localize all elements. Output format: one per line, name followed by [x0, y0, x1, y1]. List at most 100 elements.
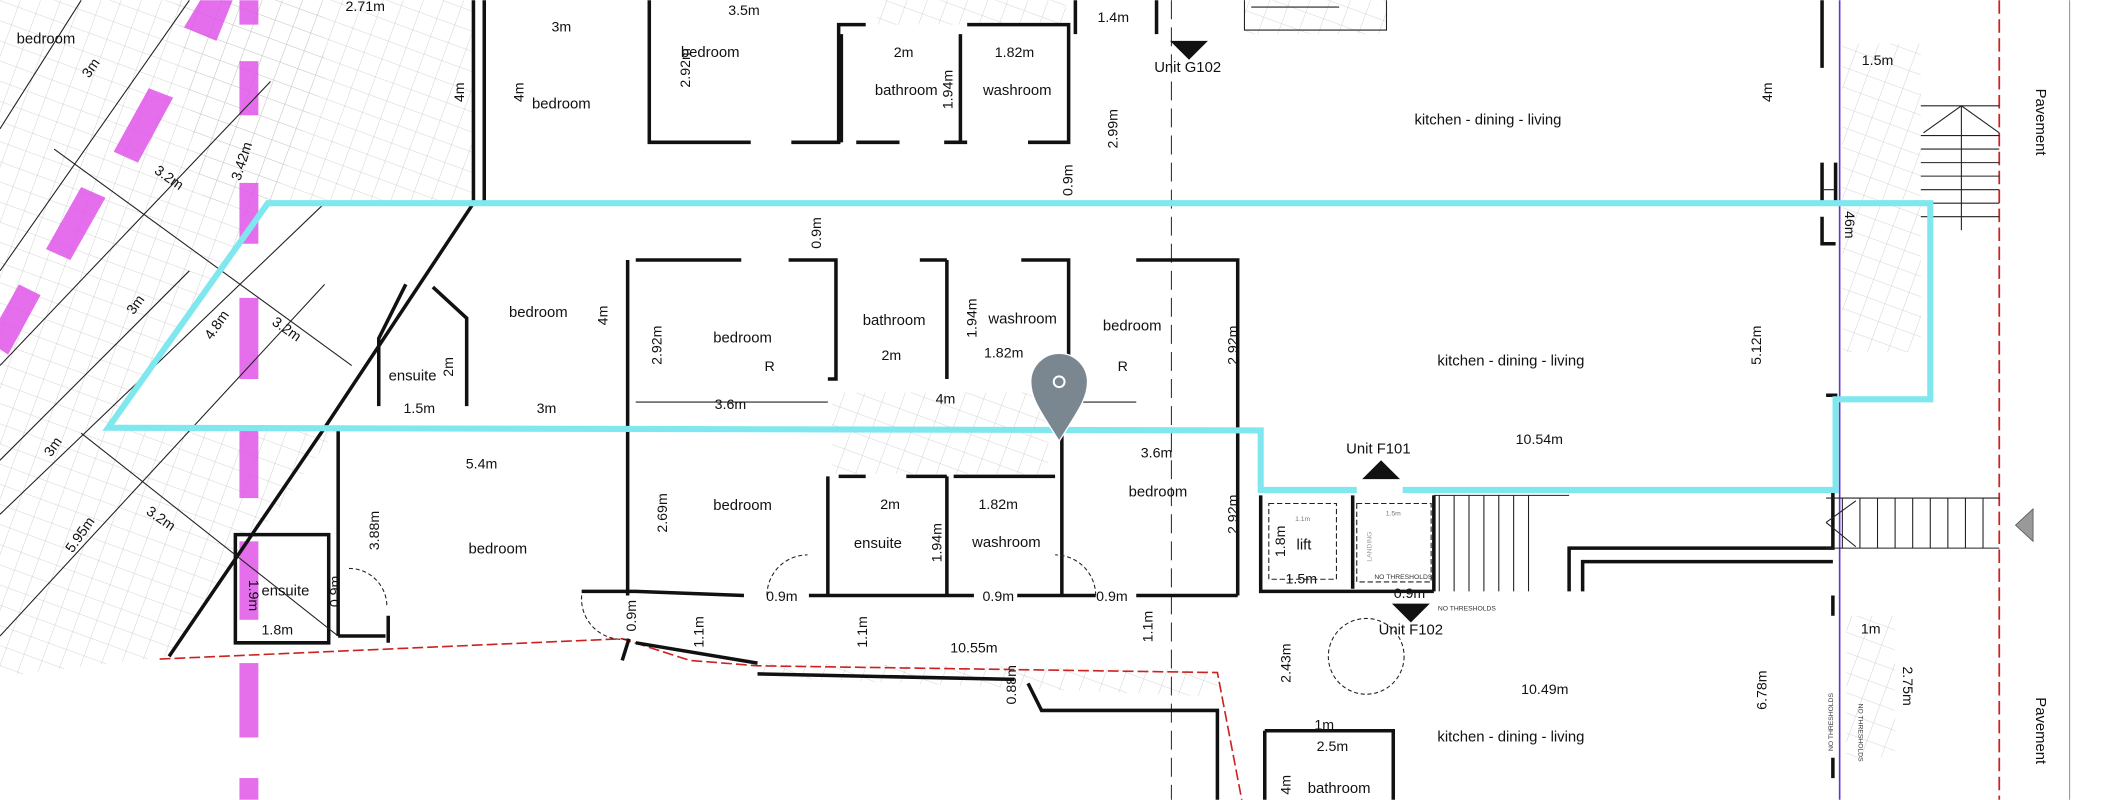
dimension: 0.9m: [766, 589, 798, 605]
room-label: bathroom: [875, 83, 938, 99]
dimension: 1.94m: [940, 70, 956, 109]
room-label: kitchen - dining - living: [1414, 113, 1561, 129]
dimension: 1.5m: [404, 401, 436, 417]
room-label: bedroom: [509, 305, 568, 321]
dimension: R: [765, 359, 775, 375]
pavement-label: Pavement: [2032, 89, 2048, 157]
dimension: 2m: [880, 497, 900, 513]
room-label: bedroom: [713, 498, 772, 514]
unit-g102-marker-icon: [1170, 40, 1208, 60]
dimension: 2.92m: [1226, 325, 1242, 364]
dimension: 3m: [537, 401, 557, 417]
dimension: 4m: [936, 391, 956, 407]
note: NO THRESHOLDS: [1828, 693, 1835, 752]
annotation-notes: NO THRESHOLDS NO THRESHOLDS NO THRESHOLD…: [1367, 532, 1864, 763]
dimension: R: [1118, 359, 1128, 375]
dimension: 1.1m: [1295, 516, 1310, 523]
room-label: washroom: [971, 535, 1041, 551]
dimension: 1.94m: [929, 523, 945, 562]
dimension: 3m: [552, 19, 572, 35]
construction-lines: [0, 0, 2000, 695]
room-label: bathroom: [863, 313, 926, 329]
dimension: 3.5m: [728, 3, 760, 19]
dimension: 2.99m: [1105, 109, 1121, 148]
dimension: 3.6m: [1141, 445, 1173, 461]
note: NO THRESHOLDS: [1374, 574, 1433, 581]
dimension: 1.94m: [965, 298, 981, 337]
dimension: 2.92m: [678, 48, 694, 87]
dimension: 0.9m: [1394, 586, 1426, 602]
dimension: 6.78m: [1755, 670, 1771, 709]
dimension: 10.55m: [950, 640, 997, 656]
pavement-label: Pavement: [2032, 697, 2048, 765]
dimension: 3.88m: [367, 511, 383, 550]
dimension: 1.5m: [1862, 53, 1894, 69]
room-label: bedroom: [17, 32, 76, 48]
selected-unit-outline[interactable]: [102, 200, 1934, 493]
dimension: 0.9m: [983, 589, 1015, 605]
dimension: 1.5m: [1386, 511, 1401, 518]
unit-f101-marker-icon: [1362, 460, 1401, 480]
dimension: 10.49m: [1521, 682, 1568, 698]
dimension: 0.9m: [624, 600, 640, 632]
location-pin-icon[interactable]: [1030, 352, 1089, 443]
dimension: 2.71m: [346, 0, 385, 15]
dimension: 2m: [894, 45, 914, 61]
pink-dashed-marker: [0, 0, 259, 800]
unit-labels: Unit G102 Unit F101 Unit F102 Pavement P…: [1154, 60, 2048, 765]
dimension: 5.12m: [1749, 325, 1765, 364]
entrance-marker-icon: [2014, 507, 2034, 543]
unit-f102-marker-icon: [1391, 603, 1430, 623]
dimension: 1.82m: [979, 497, 1018, 513]
room-label: ensuite: [854, 536, 902, 552]
room-label: ensuite: [261, 583, 309, 599]
boundary-south: [159, 637, 1243, 800]
dimension: 1.8m: [262, 623, 294, 639]
dimension: 1.1m: [691, 616, 707, 648]
dimension: 1.9m: [245, 580, 261, 612]
dimension: 1.1m: [1140, 611, 1156, 643]
room-label: washroom: [982, 83, 1052, 99]
dimension: 0.9m: [328, 576, 344, 608]
dimension: 4m: [511, 82, 527, 102]
room-label: bedroom: [713, 331, 772, 347]
dimension: 4.8m: [202, 308, 233, 343]
unit-label[interactable]: Unit F101: [1346, 441, 1410, 457]
dimension: 0.88m: [1004, 665, 1020, 704]
dimension: 5.4m: [466, 456, 498, 472]
dimension: 2.69m: [655, 493, 671, 532]
room-label: lift: [1297, 537, 1313, 553]
dimension: 2.75m: [1899, 666, 1915, 705]
dimension: 10.54m: [1516, 432, 1563, 448]
dimension: 46m: [1841, 211, 1857, 239]
dimension: 2.92m: [1226, 495, 1242, 534]
room-label: ensuite: [389, 368, 437, 384]
room-label: kitchen - dining - living: [1437, 354, 1584, 370]
dimension: 2m: [441, 357, 457, 377]
room-label: washroom: [987, 312, 1057, 328]
unit-label[interactable]: Unit G102: [1154, 60, 1221, 76]
room-label: bedroom: [468, 542, 527, 558]
dimension: 0.9m: [809, 217, 825, 249]
dimension: 0.9m: [1096, 589, 1128, 605]
dimension: 4m: [1278, 775, 1294, 795]
note: NO THRESHOLDS: [1857, 704, 1864, 763]
dimension: 1.82m: [995, 45, 1034, 61]
note: LANDING: [1367, 532, 1374, 562]
dimension: 4m: [452, 82, 468, 102]
dimension: 1.8m: [1273, 526, 1289, 558]
note: NO THRESHOLDS: [1438, 605, 1497, 612]
dimension: 2.43m: [1278, 643, 1294, 682]
dimension: 2.92m: [649, 325, 665, 364]
dimension: 2.5m: [1317, 739, 1349, 755]
room-labels: bedroom bedroom bedroom bathroom washroo…: [17, 32, 1585, 797]
dimension: 0.9m: [1061, 164, 1077, 196]
room-label: bedroom: [1129, 485, 1188, 501]
dimension: 1.1m: [855, 616, 871, 648]
unit-label[interactable]: Unit F102: [1379, 623, 1443, 639]
room-label: bedroom: [681, 45, 740, 61]
dimension: 3.6m: [715, 397, 747, 413]
dimension: 1m: [1861, 621, 1881, 637]
room-label: kitchen - dining - living: [1437, 730, 1584, 746]
